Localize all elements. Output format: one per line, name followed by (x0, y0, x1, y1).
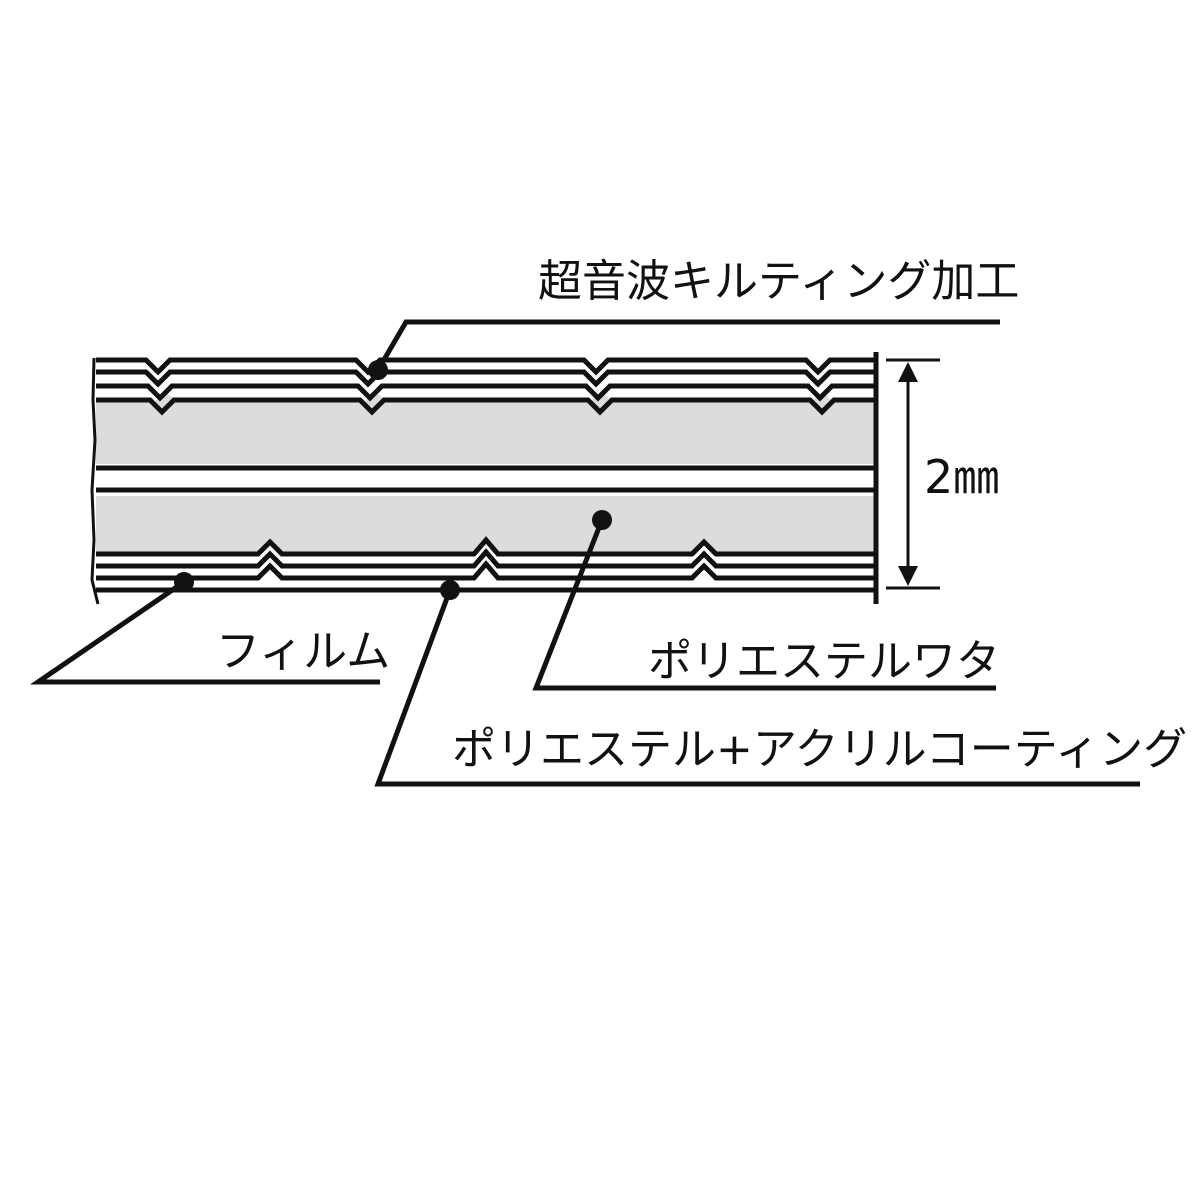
top-film-line-2 (96, 369, 874, 388)
bottom-film-line-2 (96, 548, 874, 569)
thickness-dimension (886, 358, 940, 590)
leader-quilting (375, 319, 1000, 372)
leader-batting (532, 519, 996, 691)
label-polyester-batting: ポリエステルワタ (648, 636, 1000, 687)
label-thickness: 2㎜ (924, 450, 1000, 504)
batting-lower-layer (96, 496, 874, 552)
top-film-lines (96, 357, 874, 416)
leader-film (29, 579, 380, 685)
label-film: フィルム (216, 626, 391, 677)
top-film-line-4 (96, 397, 874, 416)
leader-lines (29, 319, 1140, 787)
dimension-arrow-up (898, 362, 918, 382)
left-edge (90, 357, 100, 605)
dot-film (174, 572, 194, 592)
top-film-line-1 (96, 357, 874, 376)
bottom-film-line-3 (96, 560, 874, 581)
dot-batting (592, 510, 612, 530)
label-ultrasonic-quilting: 超音波キルティング加工 (538, 256, 1020, 307)
leader-dots (174, 360, 612, 600)
top-film-line-3 (96, 383, 874, 402)
dot-coating (440, 580, 460, 600)
leader-coating (374, 589, 1140, 787)
dot-quilting (368, 360, 388, 380)
label-polyester-acrylic-coating: ポリエステル+アクリルコーティング (452, 724, 1188, 775)
bottom-film-line-1 (96, 536, 874, 557)
dimension-arrow-down (898, 566, 918, 586)
bottom-film-lines (96, 536, 874, 593)
batting-upper-layer (96, 392, 874, 464)
